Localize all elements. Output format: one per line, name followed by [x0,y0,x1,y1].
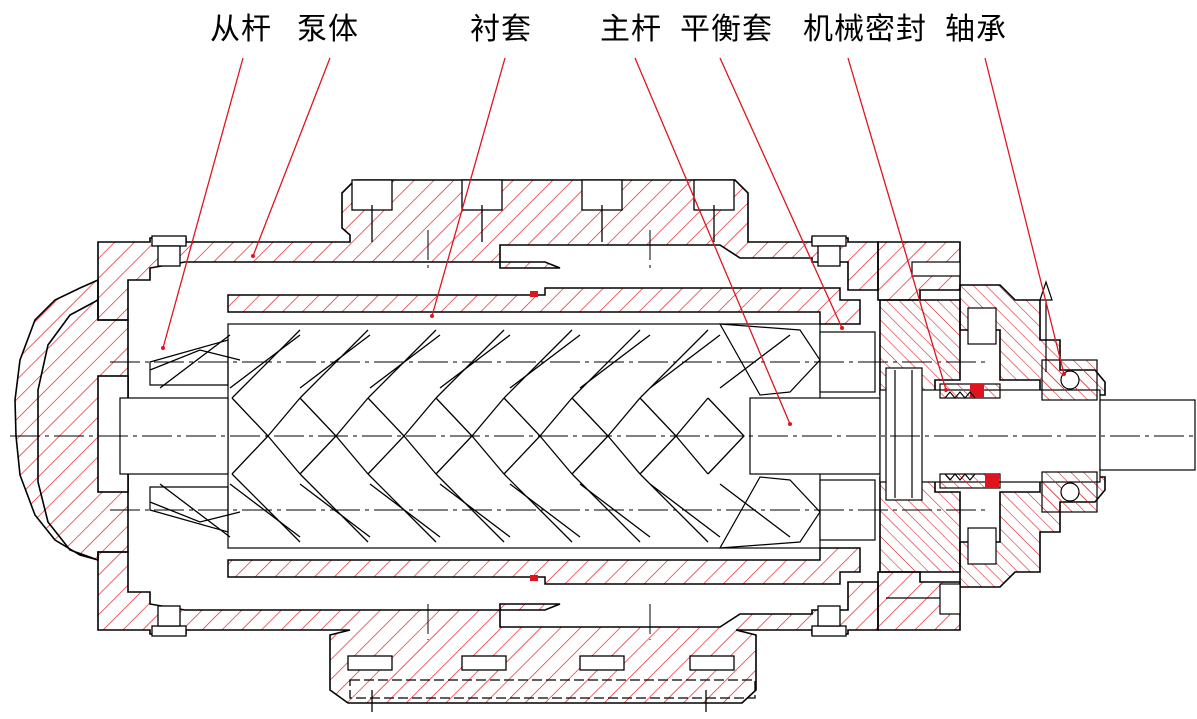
leader-mechanical-seal [847,57,947,391]
label-bearing: 轴承 [945,12,1007,47]
leader-drive-screw [634,57,791,425]
leader-balance-sleeve [719,57,843,329]
leader-pump-body [252,57,331,257]
bolts [151,179,847,712]
leader-liner [431,57,506,317]
liner [227,287,861,585]
label-liner: 衬套 [470,12,532,47]
label-mechanical-seal: 机械密封 [803,12,927,47]
centerlines [10,230,1195,640]
leader-lines [162,57,1065,425]
pump-body [14,179,1106,704]
label-pump-body: 泵体 [297,12,359,47]
seal-and-bearing [885,261,1098,615]
leader-driven-screw [162,57,244,349]
leader-bearing [984,57,1065,375]
label-drive-screw: 主杆 [600,12,662,47]
label-driven-screw: 从杆 [210,12,272,47]
label-balance-sleeve: 平衡套 [680,12,773,47]
